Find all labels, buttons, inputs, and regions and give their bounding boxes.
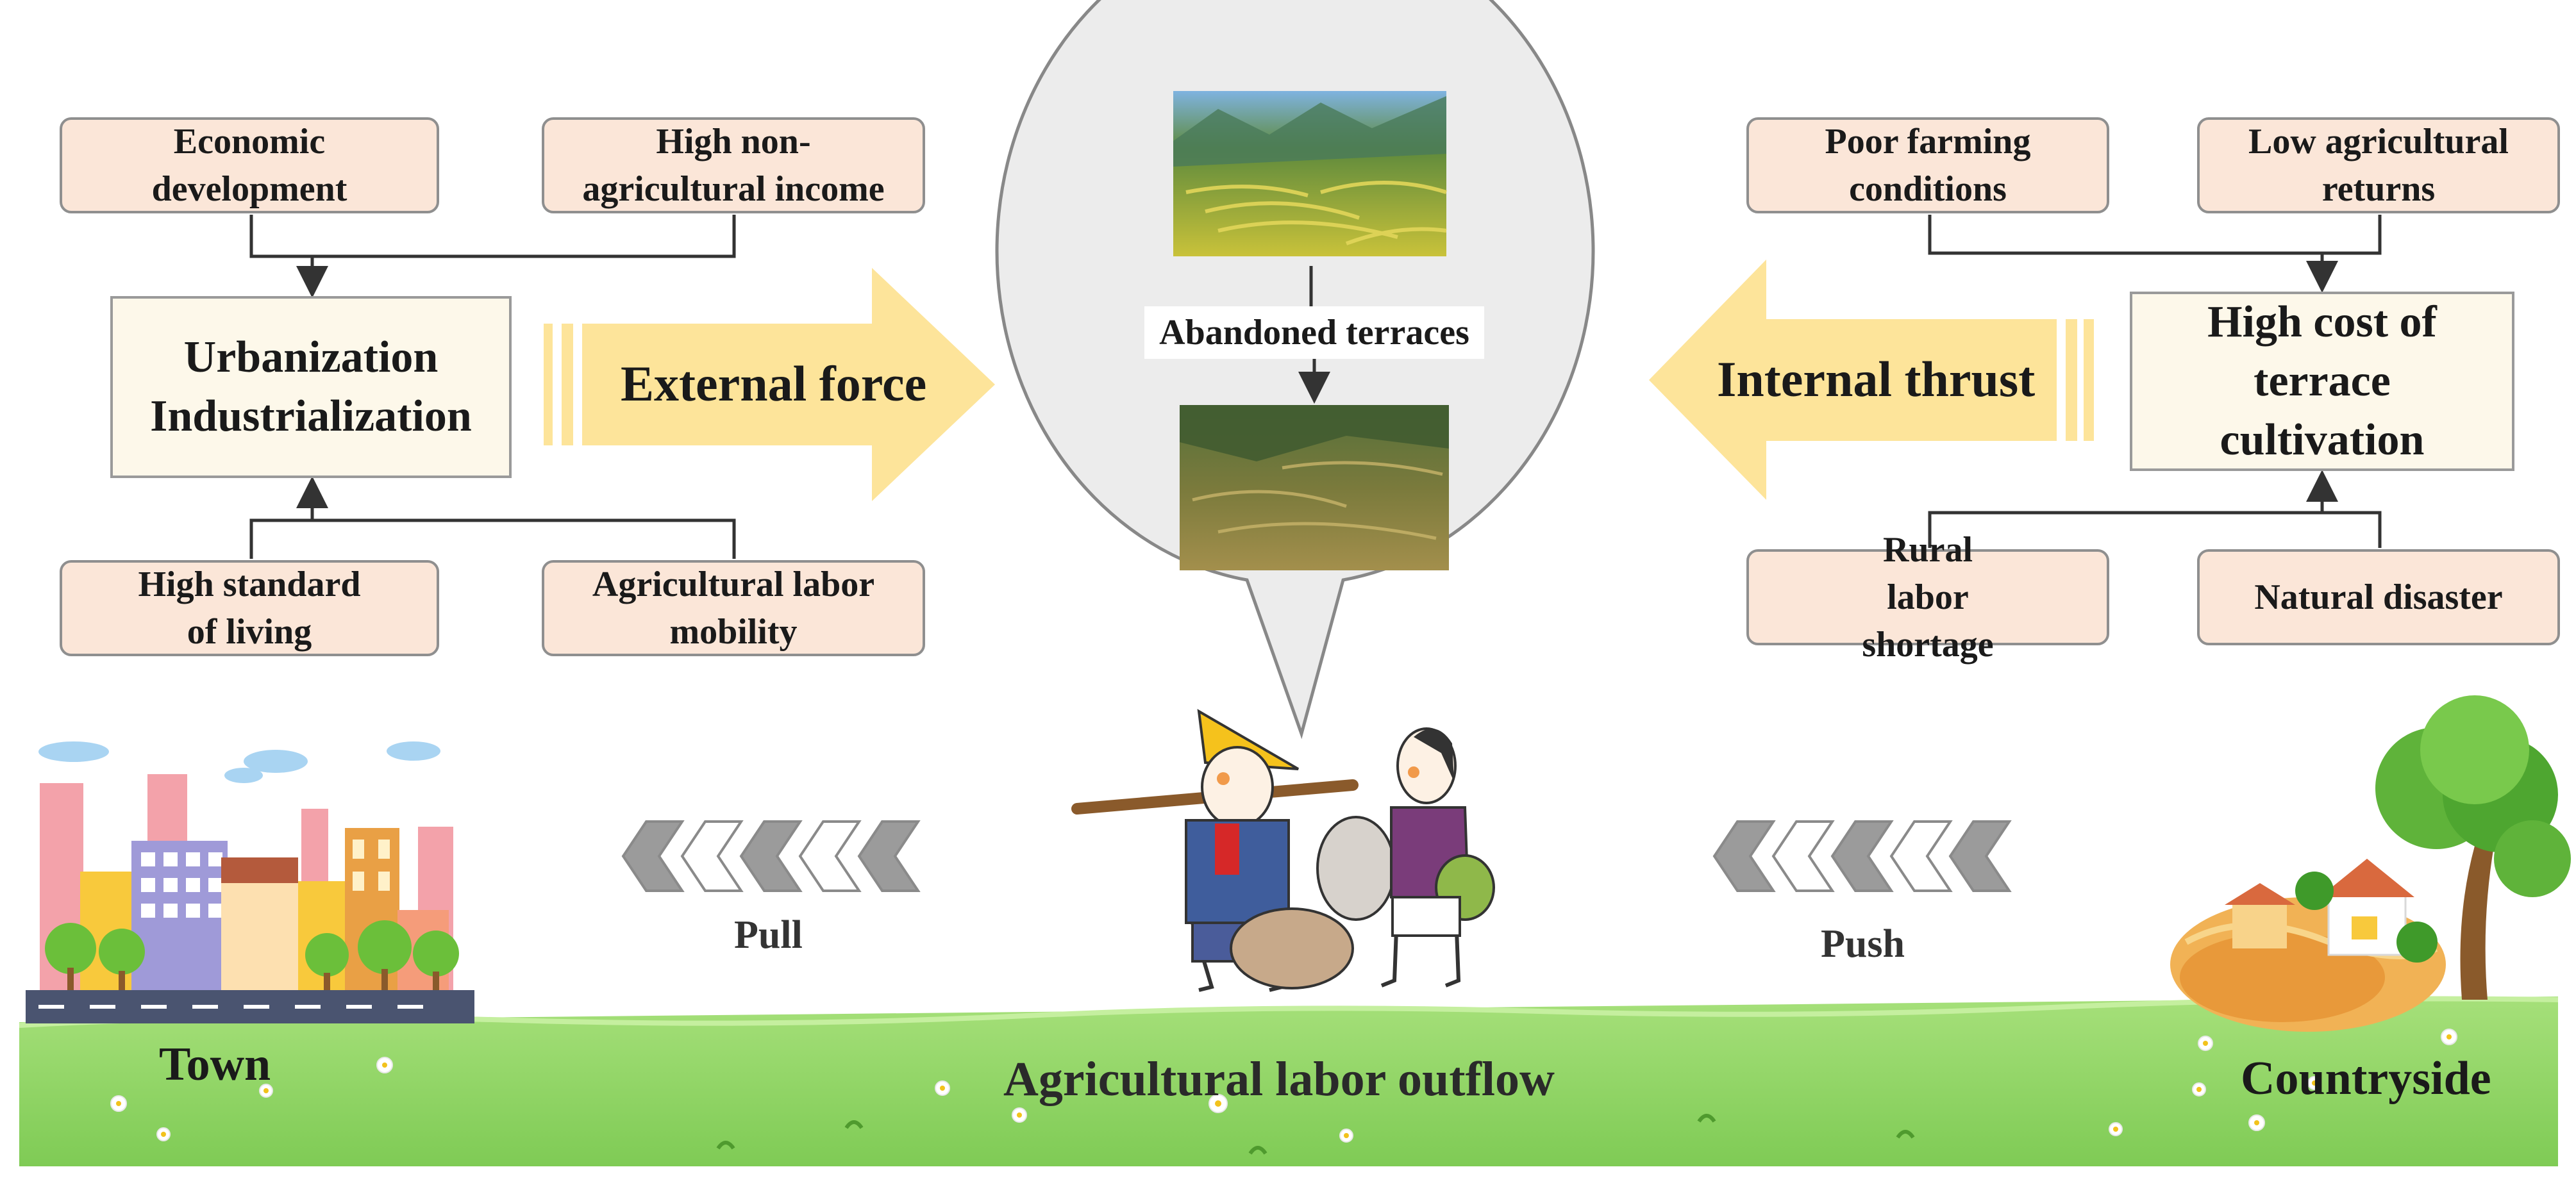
factor-high-standard-of-living: High standard of living — [60, 560, 439, 656]
town-label: Town — [159, 1038, 271, 1091]
internal-thrust-label: Internal thrust — [1717, 351, 2036, 407]
factor-high-non-agricultural-income: High non-agricultural income — [542, 117, 925, 213]
agricultural-labor-outflow-label: Agricultural labor outflow — [1003, 1052, 1555, 1106]
terrace-bubble — [995, 0, 1595, 740]
factor-agricultural-labor-mobility: Agricultural labor mobility — [542, 560, 925, 656]
pull-chevrons — [621, 820, 921, 892]
factor-low-agricultural-returns: Low agricultural returns — [2197, 117, 2560, 213]
left-connectors — [249, 215, 736, 559]
push-chevrons — [1712, 820, 2012, 892]
pull-label: Pull — [734, 913, 803, 957]
high-cost-terrace-cultivation-box: High cost of terrace cultivation — [2130, 292, 2514, 471]
migrant-workers — [1071, 709, 1495, 992]
town-illustration — [26, 741, 474, 1023]
factor-natural-disaster: Natural disaster — [2197, 549, 2560, 645]
urbanization-industrialization-box: Urbanization Industrialization — [110, 296, 512, 478]
internal-thrust-arrow — [1649, 260, 2094, 500]
countryside-label: Countryside — [2241, 1052, 2491, 1105]
factor-poor-farming-conditions: Poor farming conditions — [1746, 117, 2109, 213]
factor-economic-development: Economic development — [60, 117, 439, 213]
countryside-illustration — [2170, 695, 2571, 1032]
push-label: Push — [1821, 922, 1905, 966]
right-connectors — [1928, 215, 2382, 548]
factor-rural-labor-shortage: Rural labor shortage — [1746, 530, 2109, 665]
external-force-label: External force — [621, 356, 927, 411]
grass-ground — [19, 996, 2559, 1166]
external-force-arrow — [544, 268, 995, 501]
abandoned-terraces-label: Abandoned terraces — [1159, 313, 1469, 352]
